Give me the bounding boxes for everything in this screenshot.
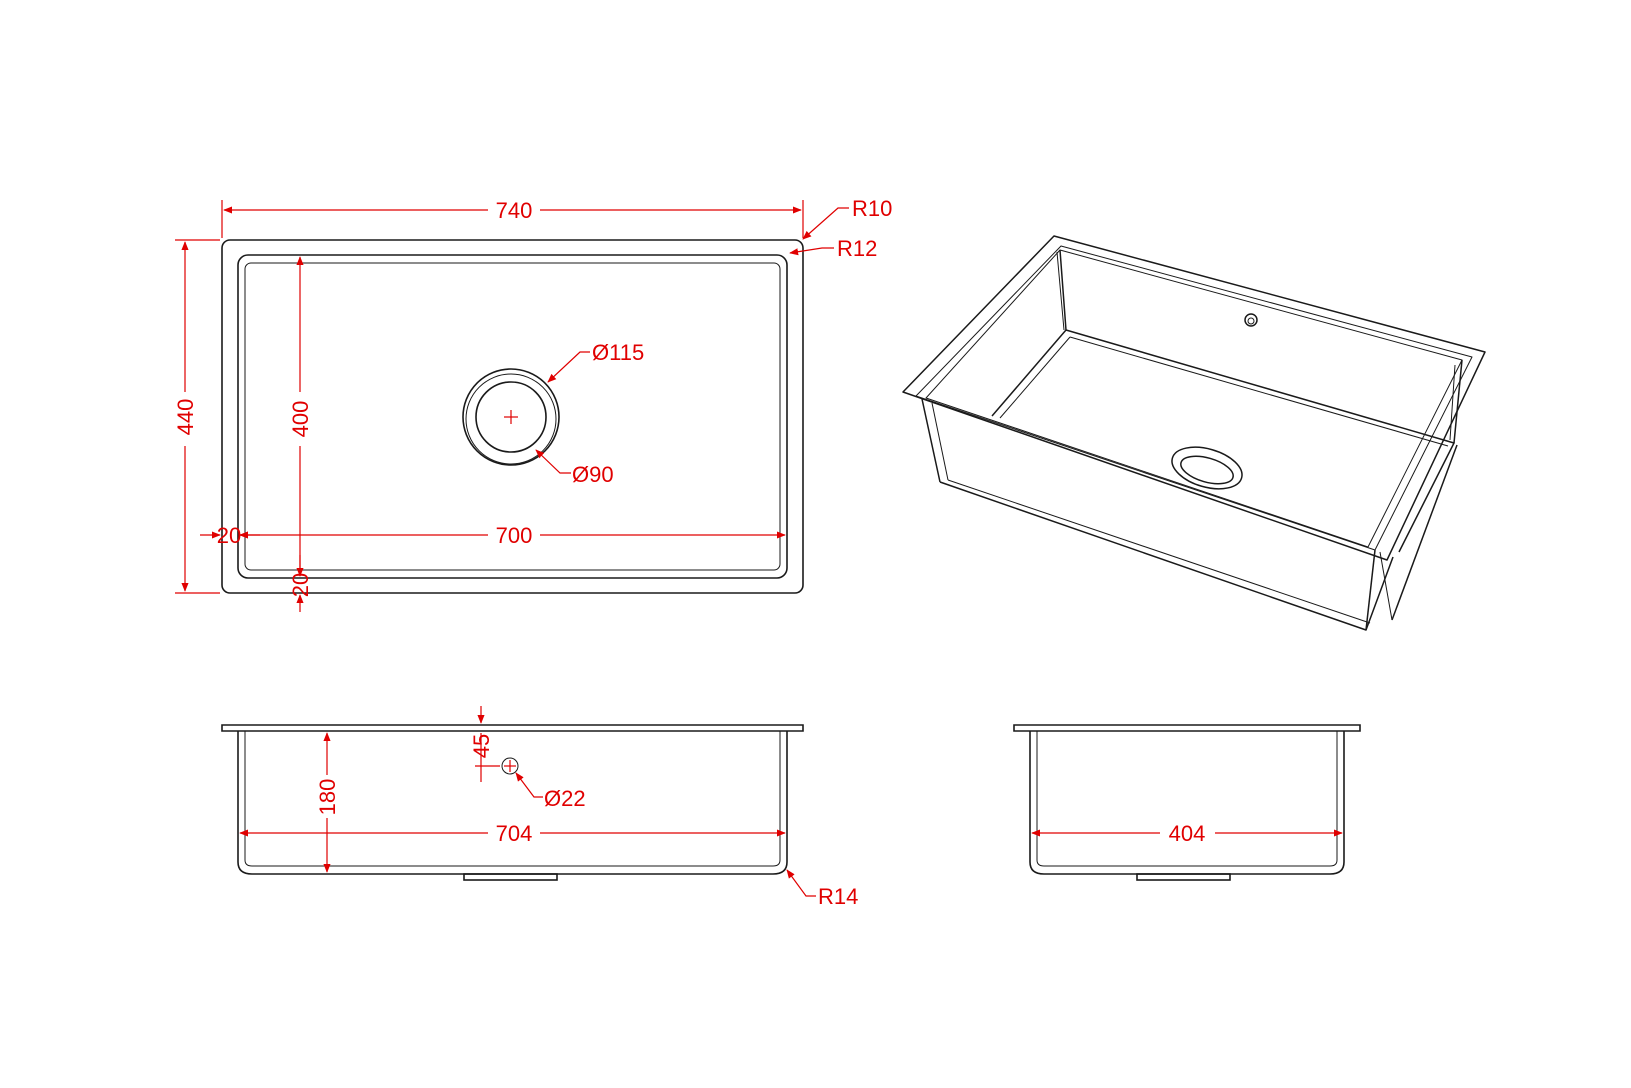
inner-depth-label: 400 bbox=[288, 401, 313, 438]
side-view-bowl bbox=[1029, 731, 1345, 875]
overflow-diameter-label: Ø22 bbox=[544, 786, 586, 811]
iso-bowl-opening bbox=[925, 249, 1463, 548]
side-view-waste-stub bbox=[1136, 873, 1231, 881]
iso-waste-outer bbox=[1171, 446, 1243, 490]
side-view-flange bbox=[1013, 724, 1361, 732]
overflow-centre-mark bbox=[504, 760, 516, 772]
waste-centre-mark bbox=[504, 410, 518, 424]
front-width-label: 704 bbox=[496, 821, 533, 846]
flange-left-label: 20 bbox=[217, 523, 241, 548]
front-view bbox=[221, 724, 804, 881]
iso-waste-inner bbox=[1180, 455, 1234, 485]
overall-width-label: 740 bbox=[496, 198, 533, 223]
top-view-outer-rim bbox=[221, 239, 804, 594]
top-view-dimensions bbox=[175, 200, 849, 612]
base-radius-label: R14 bbox=[818, 884, 858, 909]
flange-bottom-label: 20 bbox=[288, 573, 313, 597]
top-view-inner-bowl bbox=[237, 254, 788, 579]
waste-outer-ring bbox=[462, 368, 560, 466]
top-view-labels: 740 440 400 700 20 20 R10 R12 Ø115 Ø90 bbox=[173, 196, 892, 597]
overall-depth-label: 440 bbox=[173, 399, 198, 436]
top-view-bowl-floor bbox=[244, 262, 781, 571]
side-view-labels: 404 bbox=[1169, 821, 1206, 846]
front-view-labels: 180 45 Ø22 704 R14 bbox=[315, 734, 858, 909]
corner-radius-inner-label: R12 bbox=[837, 236, 877, 261]
isometric-view bbox=[902, 235, 1486, 631]
corner-radius-outer-label: R10 bbox=[852, 196, 892, 221]
iso-overflow-hole bbox=[1244, 313, 1258, 327]
iso-bowl-floor bbox=[1065, 329, 1455, 553]
front-depth-label: 180 bbox=[315, 779, 340, 816]
top-view bbox=[221, 239, 804, 594]
inner-width-label: 700 bbox=[496, 523, 533, 548]
waste-inner-diameter-label: Ø90 bbox=[572, 462, 614, 487]
overflow-offset-label: 45 bbox=[469, 734, 494, 758]
waste-outer-diameter-label: Ø115 bbox=[592, 340, 644, 365]
waste-ring-shadow bbox=[465, 373, 557, 465]
overflow-hole-front bbox=[501, 757, 519, 775]
front-view-flange bbox=[221, 724, 804, 732]
side-width-label: 404 bbox=[1169, 821, 1206, 846]
front-view-waste-stub bbox=[463, 873, 558, 881]
side-view bbox=[1013, 724, 1361, 881]
waste-inner-ring bbox=[475, 381, 547, 453]
iso-rim-outer bbox=[902, 235, 1486, 561]
front-view-dimensions bbox=[239, 706, 816, 897]
